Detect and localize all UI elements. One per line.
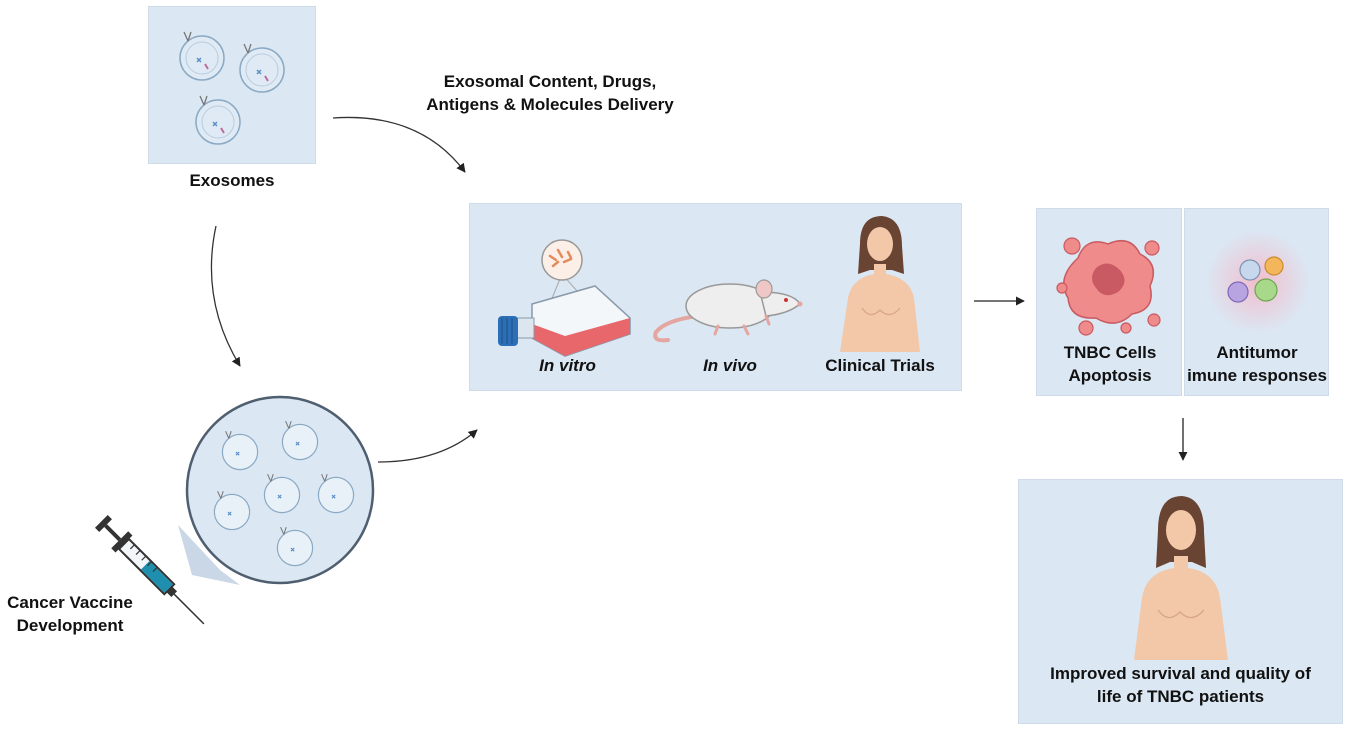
exosomes-label: Exosomes bbox=[189, 171, 275, 190]
cells-magnified-icon bbox=[541, 239, 583, 281]
vaccine-label-line1: Cancer Vaccine bbox=[7, 593, 133, 612]
in-vitro-label: In vitro bbox=[539, 356, 596, 375]
clinical-trials-label: Clinical Trials bbox=[825, 356, 935, 375]
exosome-vesicles-illustration bbox=[179, 31, 285, 145]
apoptotic-tumor-cell-illustration bbox=[1056, 237, 1161, 336]
antitumor-label-line1: Antitumor bbox=[1216, 343, 1298, 362]
body bbox=[1134, 556, 1228, 660]
immune-cell-icon bbox=[1239, 259, 1261, 281]
exosome-vesicle-icon bbox=[179, 31, 225, 81]
vaccine-illustration bbox=[94, 395, 375, 625]
tnbc-label-line2: Apoptosis bbox=[1068, 366, 1152, 385]
exosome-vesicle-icon bbox=[276, 526, 314, 567]
mouse-tail bbox=[653, 314, 700, 343]
antitumor-label-line2: imune responses bbox=[1187, 366, 1327, 385]
immune-cell-icon bbox=[1227, 281, 1249, 303]
arrow-vaccine-to-models bbox=[377, 429, 478, 463]
outcome-label-line1: Improved survival and quality of bbox=[1050, 664, 1311, 683]
woman-patient-illustration bbox=[840, 216, 920, 352]
delivery-label: Exosomal Content, Drugs, Antigens & Mole… bbox=[370, 70, 730, 116]
exosome-vesicle-icon bbox=[195, 95, 241, 145]
face bbox=[1166, 510, 1196, 550]
vaccine-label-line2: Development bbox=[16, 616, 124, 635]
tnbc-label-line1: TNBC Cells bbox=[1063, 343, 1157, 362]
woman-outcome-illustration bbox=[1134, 496, 1228, 660]
body bbox=[840, 264, 920, 352]
exosome-vesicle-icon bbox=[263, 473, 301, 514]
outcome-label-line2: life of TNBC patients bbox=[1096, 687, 1265, 706]
exosome-vesicle-icon bbox=[221, 430, 259, 471]
in-vivo-label: In vivo bbox=[703, 356, 757, 375]
syringe-icon bbox=[94, 514, 205, 625]
arrow-exosomes-to-models bbox=[332, 116, 466, 173]
exosome-vesicle-icon bbox=[239, 43, 285, 93]
mouse-illustration bbox=[653, 279, 803, 343]
tnbc-apoptosis-label: TNBC Cells Apoptosis bbox=[1040, 341, 1180, 387]
immune-cells-illustration bbox=[1206, 230, 1310, 334]
antitumor-label: Antitumor imune responses bbox=[1186, 341, 1328, 387]
flask-medium bbox=[532, 318, 630, 356]
immune-cell-icon bbox=[1264, 256, 1284, 276]
exosome-vesicle-icon bbox=[213, 490, 251, 531]
flask-cap-icon bbox=[498, 316, 518, 346]
delivery-label-line1: Exosomal Content, Drugs, bbox=[443, 72, 657, 91]
delivery-label-line2: Antigens & Molecules Delivery bbox=[426, 95, 674, 114]
flask-neck bbox=[515, 317, 535, 339]
vaccine-label: Cancer Vaccine Development bbox=[0, 591, 140, 637]
outcome-label: Improved survival and quality of life of… bbox=[1018, 662, 1343, 708]
magnifier-cone bbox=[178, 525, 240, 585]
exosome-vesicle-icon bbox=[317, 473, 355, 514]
exosome-vesicle-icon bbox=[281, 420, 319, 461]
arrow-exosomes-to-vaccine bbox=[210, 225, 241, 367]
mouse-ear bbox=[755, 279, 773, 299]
face bbox=[867, 227, 893, 261]
cell-culture-flask-illustration bbox=[498, 239, 631, 357]
immune-cell-icon bbox=[1254, 278, 1278, 302]
